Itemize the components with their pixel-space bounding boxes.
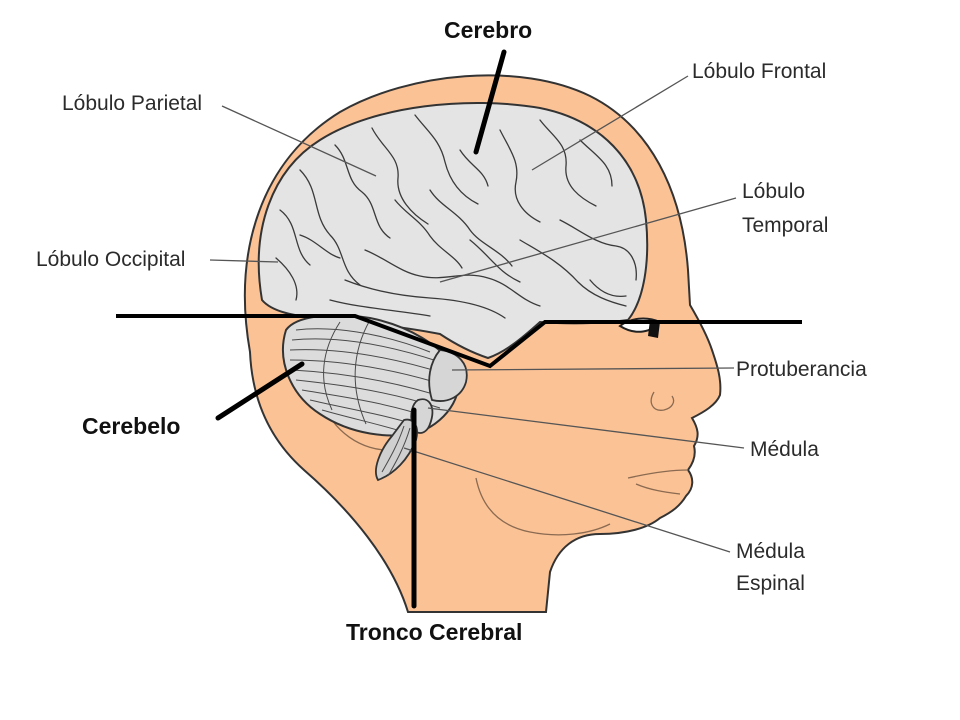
- cerebellum-folia: [289, 319, 449, 433]
- leader-lines: [209, 49, 745, 609]
- lips: [627, 469, 689, 479]
- label-lobulo-temporal-line2: Temporal: [742, 214, 828, 237]
- label-medula-espinal-line2: Espinal: [736, 572, 805, 595]
- lobulo-frontal-leader: [531, 75, 689, 171]
- cerebelo-leader: [215, 361, 305, 421]
- eye-pupil: [648, 320, 660, 338]
- label-protuberancia: Protuberancia: [736, 358, 867, 381]
- label-cerebro: Cerebro: [444, 17, 532, 43]
- spinal-cord-striations: [381, 425, 411, 477]
- labels: Cerebro Lóbulo Frontal Lóbulo Parietal L…: [36, 17, 867, 645]
- label-lobulo-occipital: Lóbulo Occipital: [36, 248, 185, 271]
- lobulo-temporal-leader: [439, 197, 737, 283]
- protuberancia-leader: [451, 367, 735, 371]
- label-lobulo-parietal: Lóbulo Parietal: [62, 92, 202, 115]
- label-cerebelo: Cerebelo: [82, 413, 180, 439]
- jaw-line: [475, 477, 611, 536]
- lobulo-parietal-leader: [221, 105, 377, 177]
- label-lobulo-temporal-line1: Lóbulo: [742, 180, 805, 203]
- lobulo-occipital-leader: [209, 259, 279, 263]
- medula-espinal-leader: [403, 447, 731, 553]
- cerebral-gyri: [275, 114, 637, 319]
- label-medula: Médula: [750, 438, 819, 461]
- pons: [428, 349, 468, 402]
- label-tronco-cerebral: Tronco Cerebral: [346, 619, 522, 645]
- medula-leader: [427, 407, 745, 449]
- nostril: [650, 391, 675, 411]
- lower-lip: [635, 483, 681, 495]
- label-lobulo-frontal: Lóbulo Frontal: [692, 60, 826, 83]
- cerebro-leader: [473, 49, 507, 155]
- cut-plane-line: [116, 314, 802, 369]
- label-medula-espinal-line1: Médula: [736, 540, 805, 563]
